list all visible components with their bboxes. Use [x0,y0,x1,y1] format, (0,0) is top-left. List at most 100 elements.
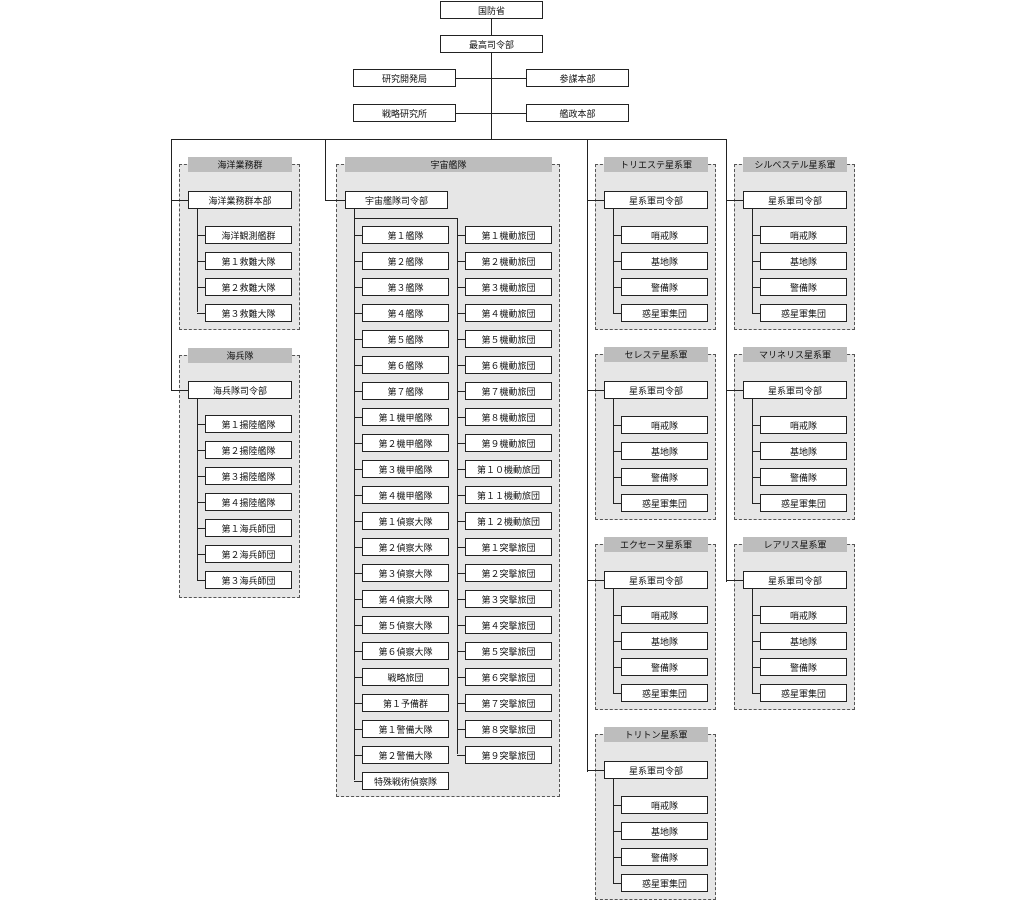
unit-box: 第１機甲艦隊 [362,408,449,426]
connector-line [354,781,363,782]
connector-line [354,599,363,600]
connector-line [613,779,614,884]
connector-line [752,589,753,694]
unit-box: 基地隊 [621,632,708,650]
ministry-box: 国防省 [440,1,543,19]
connector-line [613,313,622,314]
connector-line [726,580,744,581]
connector-line [354,729,363,730]
unit-hq-box: 星系軍司令部 [743,381,847,399]
unit-box: 第５突撃旅団 [465,642,552,660]
unit-box: 第３突撃旅団 [465,590,552,608]
unit-box: 第１艦隊 [362,226,449,244]
connector-line [354,261,363,262]
connector-line [613,641,622,642]
connector-line [457,261,466,262]
connector-line [726,200,744,201]
connector-line [354,521,363,522]
connector-line [171,139,727,140]
unit-box: 惑星軍集団 [760,684,847,702]
connector-line [354,218,458,219]
connector-line [457,417,466,418]
unit-box: 第１救難大隊 [205,252,292,270]
unit-box: 第９機動旅団 [465,434,552,452]
hq-box: 最高司令部 [440,35,543,53]
connector-line [354,625,363,626]
unit-box: 惑星軍集団 [760,304,847,322]
unit-box: 第１揚陸艦隊 [205,415,292,433]
connector-line [587,770,605,771]
unit-box: 警備隊 [621,468,708,486]
connector-line [613,209,614,314]
connector-line [752,503,761,504]
unit-box: 第１海兵師団 [205,519,292,537]
connector-line [613,477,622,478]
unit-box: 第３海兵師団 [205,571,292,589]
connector-line [613,589,614,694]
connector-line [325,139,326,201]
unit-box: 第４機甲艦隊 [362,486,449,504]
connector-line [457,755,466,756]
connector-line [354,209,355,780]
unit-box: 警備隊 [621,658,708,676]
connector-line [613,451,622,452]
connector-line [613,235,622,236]
connector-line [613,615,622,616]
connector-line [171,139,172,391]
connector-line [457,469,466,470]
unit-box: 第６艦隊 [362,356,449,374]
connector-line [354,547,363,548]
connector-line [752,667,761,668]
unit-hq-box: 星系軍司令部 [743,191,847,209]
unit-box: 哨戒隊 [760,606,847,624]
connector-line [613,883,622,884]
unit-hq-box: 宇宙艦隊司令部 [345,191,448,209]
connector-line [457,599,466,600]
unit-box: 第６機動旅団 [465,356,552,374]
connector-line [457,521,466,522]
unit-box: 第１１機動旅団 [465,486,552,504]
connector-line [587,200,605,201]
unit-box: 第１偵察大隊 [362,512,449,530]
unit-box: 惑星軍集団 [760,494,847,512]
connector-line [197,580,206,581]
connector-line [613,503,622,504]
connector-line [197,424,206,425]
unit-box: 惑星軍集団 [621,494,708,512]
connector-line [613,831,622,832]
unit-box: 第３偵察大隊 [362,564,449,582]
group-title: トリトン星系軍 [604,727,708,742]
unit-box: 第２警備大隊 [362,746,449,764]
unit-box: 第８機動旅団 [465,408,552,426]
connector-line [752,451,761,452]
unit-box: 第２救難大隊 [205,278,292,296]
unit-hq-box: 星系軍司令部 [604,761,708,779]
unit-box: 基地隊 [621,822,708,840]
unit-box: 第２機甲艦隊 [362,434,449,452]
connector-line [752,287,761,288]
connector-line [197,209,198,312]
connector-line [197,554,206,555]
unit-box: 第３艦隊 [362,278,449,296]
connector-line [457,339,466,340]
connector-line [457,651,466,652]
connector-line [457,729,466,730]
connector-line [354,417,363,418]
connector-line [752,399,753,504]
group-title: セレステ星系軍 [604,347,708,362]
unit-hq-box: 星系軍司令部 [743,571,847,589]
connector-line [197,313,206,314]
connector-line [752,235,761,236]
unit-box: 哨戒隊 [760,226,847,244]
dept-box: 戦略研究所 [353,104,456,122]
unit-box: 第２揚陸艦隊 [205,441,292,459]
connector-line [752,425,761,426]
connector-line [457,703,466,704]
connector-line [456,113,527,114]
connector-line [457,365,466,366]
connector-line [587,580,605,581]
unit-box: 第１突撃旅団 [465,538,552,556]
connector-line [457,313,466,314]
group-title: 宇宙艦隊 [345,157,552,172]
connector-line [752,615,761,616]
